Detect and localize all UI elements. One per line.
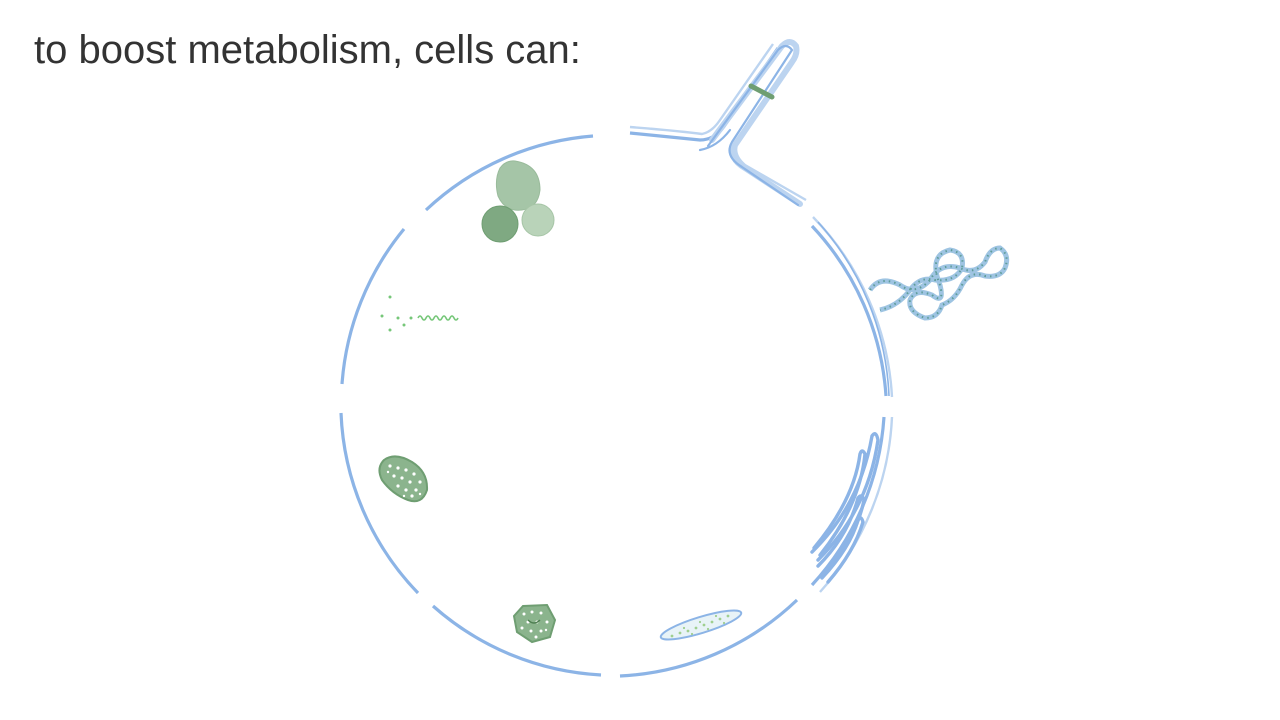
membrane-segment <box>619 598 799 678</box>
membrane-segment <box>431 604 602 677</box>
mitochondrion-icon <box>378 455 429 503</box>
slide-title: to boost metabolism, cells can: <box>34 28 581 72</box>
cilium-band <box>748 83 775 100</box>
dna-strand-icon <box>867 245 1010 321</box>
membrane-right <box>810 221 890 587</box>
membrane-segment <box>339 412 420 595</box>
cilium-icon <box>698 39 803 207</box>
peroxisome-icon <box>512 603 557 644</box>
vesicle-large <box>495 160 541 211</box>
chloroplast-icon <box>659 609 743 641</box>
vesicle-dark <box>481 205 519 243</box>
membrane-segment <box>629 47 780 142</box>
cell-membrane-icon <box>339 47 799 678</box>
membrane-segment <box>424 134 594 212</box>
vesicle-cluster-icon <box>481 160 555 243</box>
vesicle-small <box>521 203 555 237</box>
ribosome-chain-icon <box>380 295 459 332</box>
golgi-apparatus-icon <box>810 432 880 584</box>
membrane-segment <box>340 227 406 385</box>
